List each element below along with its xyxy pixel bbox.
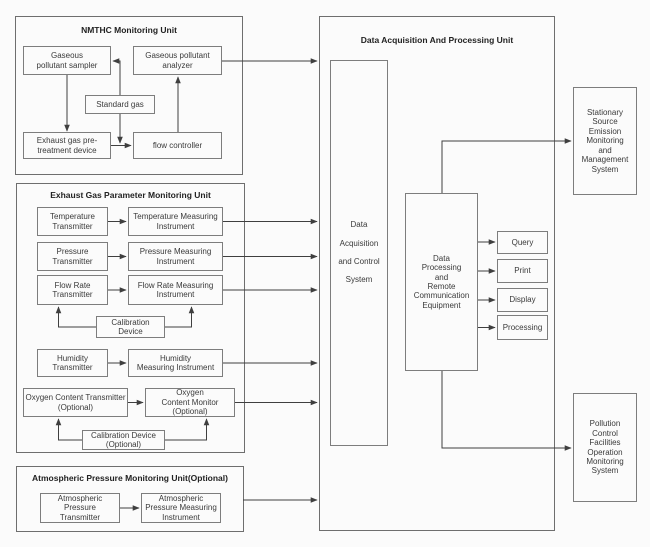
humidity-transmitter-box: Humidity Transmitter [37, 349, 108, 377]
output-print-box: Print [497, 259, 548, 283]
pressure-instrument-box: Pressure Measuring Instrument [128, 242, 223, 271]
temperature-transmitter-box: Temperature Transmitter [37, 207, 108, 236]
atmospheric-unit-panel [16, 466, 244, 532]
nmthc-unit-panel [15, 16, 243, 175]
pressure-transmitter-box: Pressure Transmitter [37, 242, 108, 271]
exhaust-unit-panel [16, 183, 245, 453]
atmospheric-unit-title: Atmospheric Pressure Monitoring Unit(Opt… [32, 473, 228, 483]
flow-rate-instrument-box: Flow Rate Measuring Instrument [128, 275, 223, 305]
exhaust-unit-title: Exhaust Gas Parameter Monitoring Unit [50, 190, 211, 200]
nmthc-unit-title: NMTHC Monitoring Unit [81, 25, 177, 35]
calibration-device-box: Calibration Device [96, 316, 165, 338]
flow-controller-box: flow controller [133, 132, 222, 159]
pollution-control-system-box: Pollution Control Facilities Operation M… [573, 393, 637, 502]
oxygen-content-monitor-box: Oxygen Content Monitor (Optional) [145, 388, 235, 417]
stationary-source-system-box: Stationary Source Emission Monitoring an… [573, 87, 637, 195]
standard-gas-box: Standard gas [85, 95, 155, 114]
processing-unit-panel [319, 16, 555, 531]
output-display-box: Display [497, 288, 548, 312]
data-acquisition-control-system-box: Data Acquisition and Control System [330, 60, 388, 446]
gaseous-pollutant-sampler-box: Gaseous pollutant sampler [23, 46, 111, 75]
oxygen-content-transmitter-box: Oxygen Content Transmitter (Optional) [23, 388, 128, 417]
connector-lines [55, 58, 572, 511]
atmospheric-pressure-instrument-box: Atmospheric Pressure Measuring Instrumen… [141, 493, 221, 523]
output-query-box: Query [497, 231, 548, 254]
flow-rate-transmitter-box: Flow Rate Transmitter [37, 275, 108, 305]
processing-unit-title: Data Acquisition And Processing Unit [360, 35, 514, 45]
exhaust-gas-pretreatment-box: Exhaust gas pre- treatment device [23, 132, 111, 159]
output-processing-box: Processing [497, 315, 548, 340]
temperature-instrument-box: Temperature Measuring Instrument [128, 207, 223, 236]
calibration-device-optional-box: Calibration Device (Optional) [82, 430, 165, 450]
gaseous-pollutant-analyzer-box: Gaseous pollutant analyzer [133, 46, 222, 75]
atmospheric-pressure-transmitter-box: Atmospheric Pressure Transmitter [40, 493, 120, 523]
humidity-instrument-box: Humidity Measuring Instrument [128, 349, 223, 377]
data-processing-communication-box: Data Processing and Remote Communication… [405, 193, 478, 371]
